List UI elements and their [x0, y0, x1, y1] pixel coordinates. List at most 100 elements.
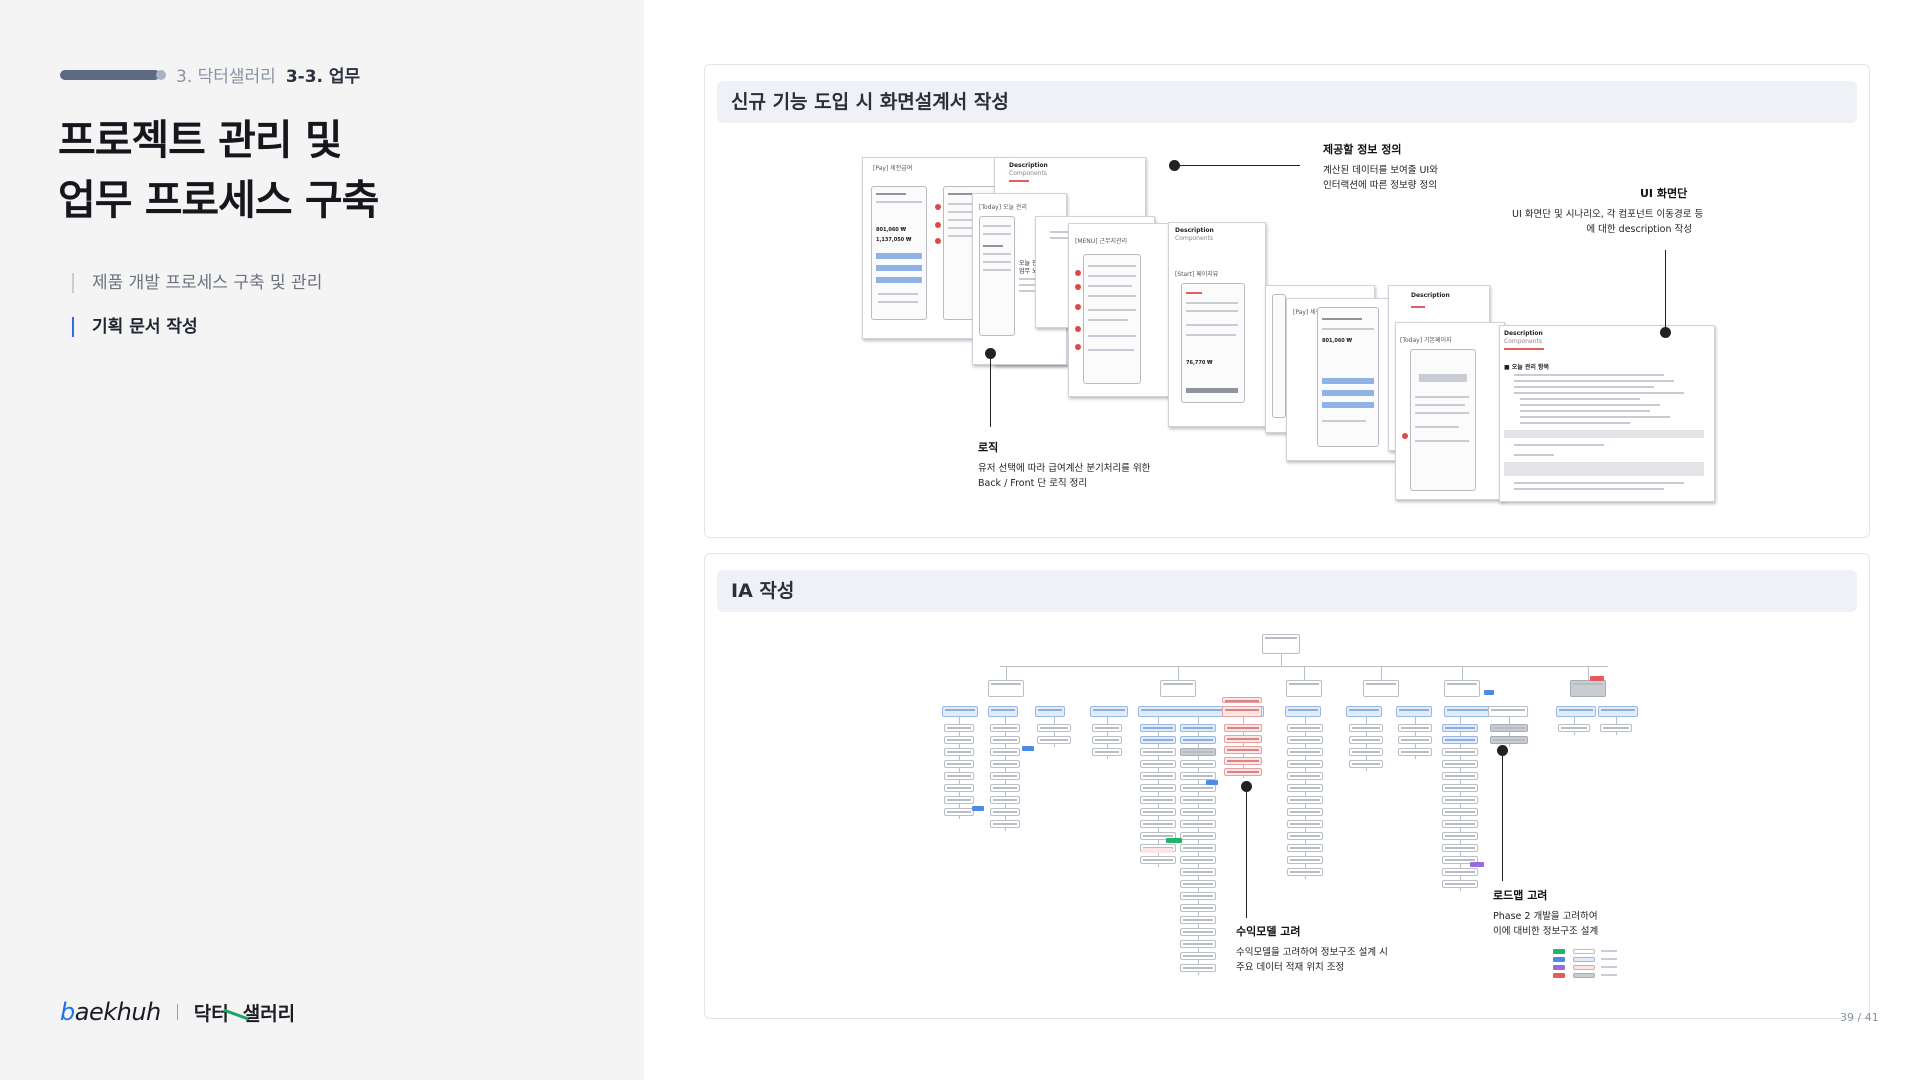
ia-level2-node [1556, 706, 1596, 717]
screen-spec-card-title: 신규 기능 도입 시 화면설계서 작성 [717, 81, 1857, 123]
doc-thumb-pay2-front: [Pay] 세전급여 801,060 ₩ [1286, 298, 1396, 461]
ia-child-node [990, 772, 1020, 780]
brand-footer: baekhuh 닥터샐러리 [60, 998, 295, 1026]
amount-label: 801,060 ₩ [876, 227, 906, 233]
phone-mock-5: 76,770 ₩ [1181, 283, 1245, 403]
ia-child-node [1398, 748, 1432, 756]
ia-level2-node [1222, 706, 1262, 717]
ia-child-node [1442, 796, 1478, 804]
description-label-4: Description [1504, 330, 1543, 337]
today2-header: [Today] 기본페이지 [1400, 335, 1452, 344]
ia-card-title: IA 작성 [717, 570, 1857, 612]
ia-child-node [1349, 760, 1383, 768]
ia-level2-node [942, 706, 978, 717]
ia-child-node [1092, 736, 1122, 744]
ia-child-node [1140, 808, 1176, 816]
ia-child-node [1180, 796, 1216, 804]
doctor-salary-logo-a: 닥터 [194, 1003, 229, 1025]
description-label: Description [1009, 162, 1048, 169]
ia-level1-node [1570, 680, 1606, 697]
logo-divider [177, 1004, 178, 1020]
ia-child-node [1287, 772, 1323, 780]
ia-child-node [990, 796, 1020, 804]
ia-child-node [1287, 736, 1323, 744]
ia-child-node [1180, 928, 1216, 936]
ia-child-node [1180, 964, 1216, 972]
amount-label-3: 76,770 ₩ [1186, 360, 1213, 366]
ia-child-node [1287, 868, 1323, 876]
ia-child-node [1442, 820, 1478, 828]
ia-child-node [1140, 856, 1176, 864]
ia-connector [1381, 666, 1382, 680]
baekhuh-logo-rest: aekhuh [75, 998, 161, 1026]
ia-child-node [1037, 724, 1071, 732]
ia-child-node [1442, 724, 1478, 732]
breadcrumb-subsection[interactable]: 3-3. 업무 [286, 62, 360, 87]
ia-child-node [990, 748, 1020, 756]
ia-level2-node [1222, 697, 1262, 703]
ia-child-node [1442, 784, 1478, 792]
ia-child-node [990, 808, 1020, 816]
ia-connector [1588, 666, 1589, 680]
ia-level2-node [1396, 706, 1432, 717]
ia-child-node [1287, 748, 1323, 756]
connector-logic [990, 355, 991, 427]
ia-child-node [944, 808, 974, 816]
connector-roadmap [1502, 753, 1503, 881]
phone-mock: 801,060 ₩ 1,137,050 ₩ [871, 186, 927, 320]
ia-tag [1484, 690, 1494, 695]
doc-thumb-menu: [MENU] 근무지관리 [1068, 223, 1176, 397]
ia-level2-node [1346, 706, 1382, 717]
ia-child-node [944, 796, 974, 804]
ia-child-node [1180, 820, 1216, 828]
ia-child-node [1140, 796, 1176, 804]
ia-tag [1166, 838, 1182, 843]
ia-child-node [1600, 724, 1632, 732]
ia-child-node [1180, 892, 1216, 900]
annotation-ui-desc2: 에 대한 description 작성 [1512, 222, 1692, 237]
ia-connector [1462, 666, 1463, 680]
ia-child-node [1442, 748, 1478, 756]
ia-child-node [1180, 832, 1216, 840]
side-menu-item-process[interactable]: 제품 개발 프로세스 구축 및 관리 [72, 270, 322, 296]
page-title-line1: 프로젝트 관리 및 [58, 110, 378, 170]
ia-child-node [1442, 880, 1478, 888]
ia-child-node [944, 772, 974, 780]
ia-child-node [1180, 736, 1216, 744]
ia-child-node [1140, 760, 1176, 768]
ia-child-node [1442, 760, 1478, 768]
annotation-roadmap-desc2: 이에 대비한 정보구조 설계 [1493, 924, 1598, 939]
phone-mock-7 [1410, 349, 1476, 491]
doc-thumb-today2: [Today] 기본페이지 [1395, 322, 1505, 500]
ia-child-node [1287, 796, 1323, 804]
ia-child-node [1180, 952, 1216, 960]
ia-level1-node [1160, 680, 1196, 697]
doc-thumb-pay-header: [Pay] 세전급여 [873, 163, 912, 172]
ia-child-node [1224, 724, 1262, 732]
ia-child-node [1180, 904, 1216, 912]
page-title-line2: 업무 프로세스 구축 [58, 170, 378, 230]
ia-child-node [1180, 724, 1216, 732]
ia-child-node [1092, 748, 1122, 756]
phone-mock-4 [1083, 254, 1141, 384]
ia-child-node [1442, 772, 1478, 780]
breadcrumb-section[interactable]: 3. 닥터샐러리 [176, 62, 276, 87]
ia-tag [1470, 862, 1484, 867]
annotation-logic-desc1: 유저 선택에 따라 급여계산 분기처리를 위한 [978, 461, 1150, 476]
ia-child-node [1180, 808, 1216, 816]
ia-child-node [1349, 748, 1383, 756]
annotation-info-desc1: 계산된 데이터를 보여줄 UI와 [1323, 163, 1438, 178]
ia-connector [1006, 666, 1007, 680]
ia-level1-node [1444, 680, 1480, 697]
ia-child-node [1287, 832, 1323, 840]
start-header: [Start] 페이지뷰 [1175, 269, 1218, 278]
baekhuh-logo-prefix: b [60, 998, 75, 1026]
ia-level2-node [1090, 706, 1128, 717]
ia-tag [1206, 780, 1218, 785]
ia-child-node [1180, 844, 1216, 852]
components-label-3: Components [1504, 338, 1542, 345]
ia-level1-node [988, 680, 1024, 697]
side-menu-item-planning-docs[interactable]: 기획 문서 작성 [72, 314, 322, 340]
ia-level1-node [1286, 680, 1322, 697]
ia-child-node [1442, 832, 1478, 840]
